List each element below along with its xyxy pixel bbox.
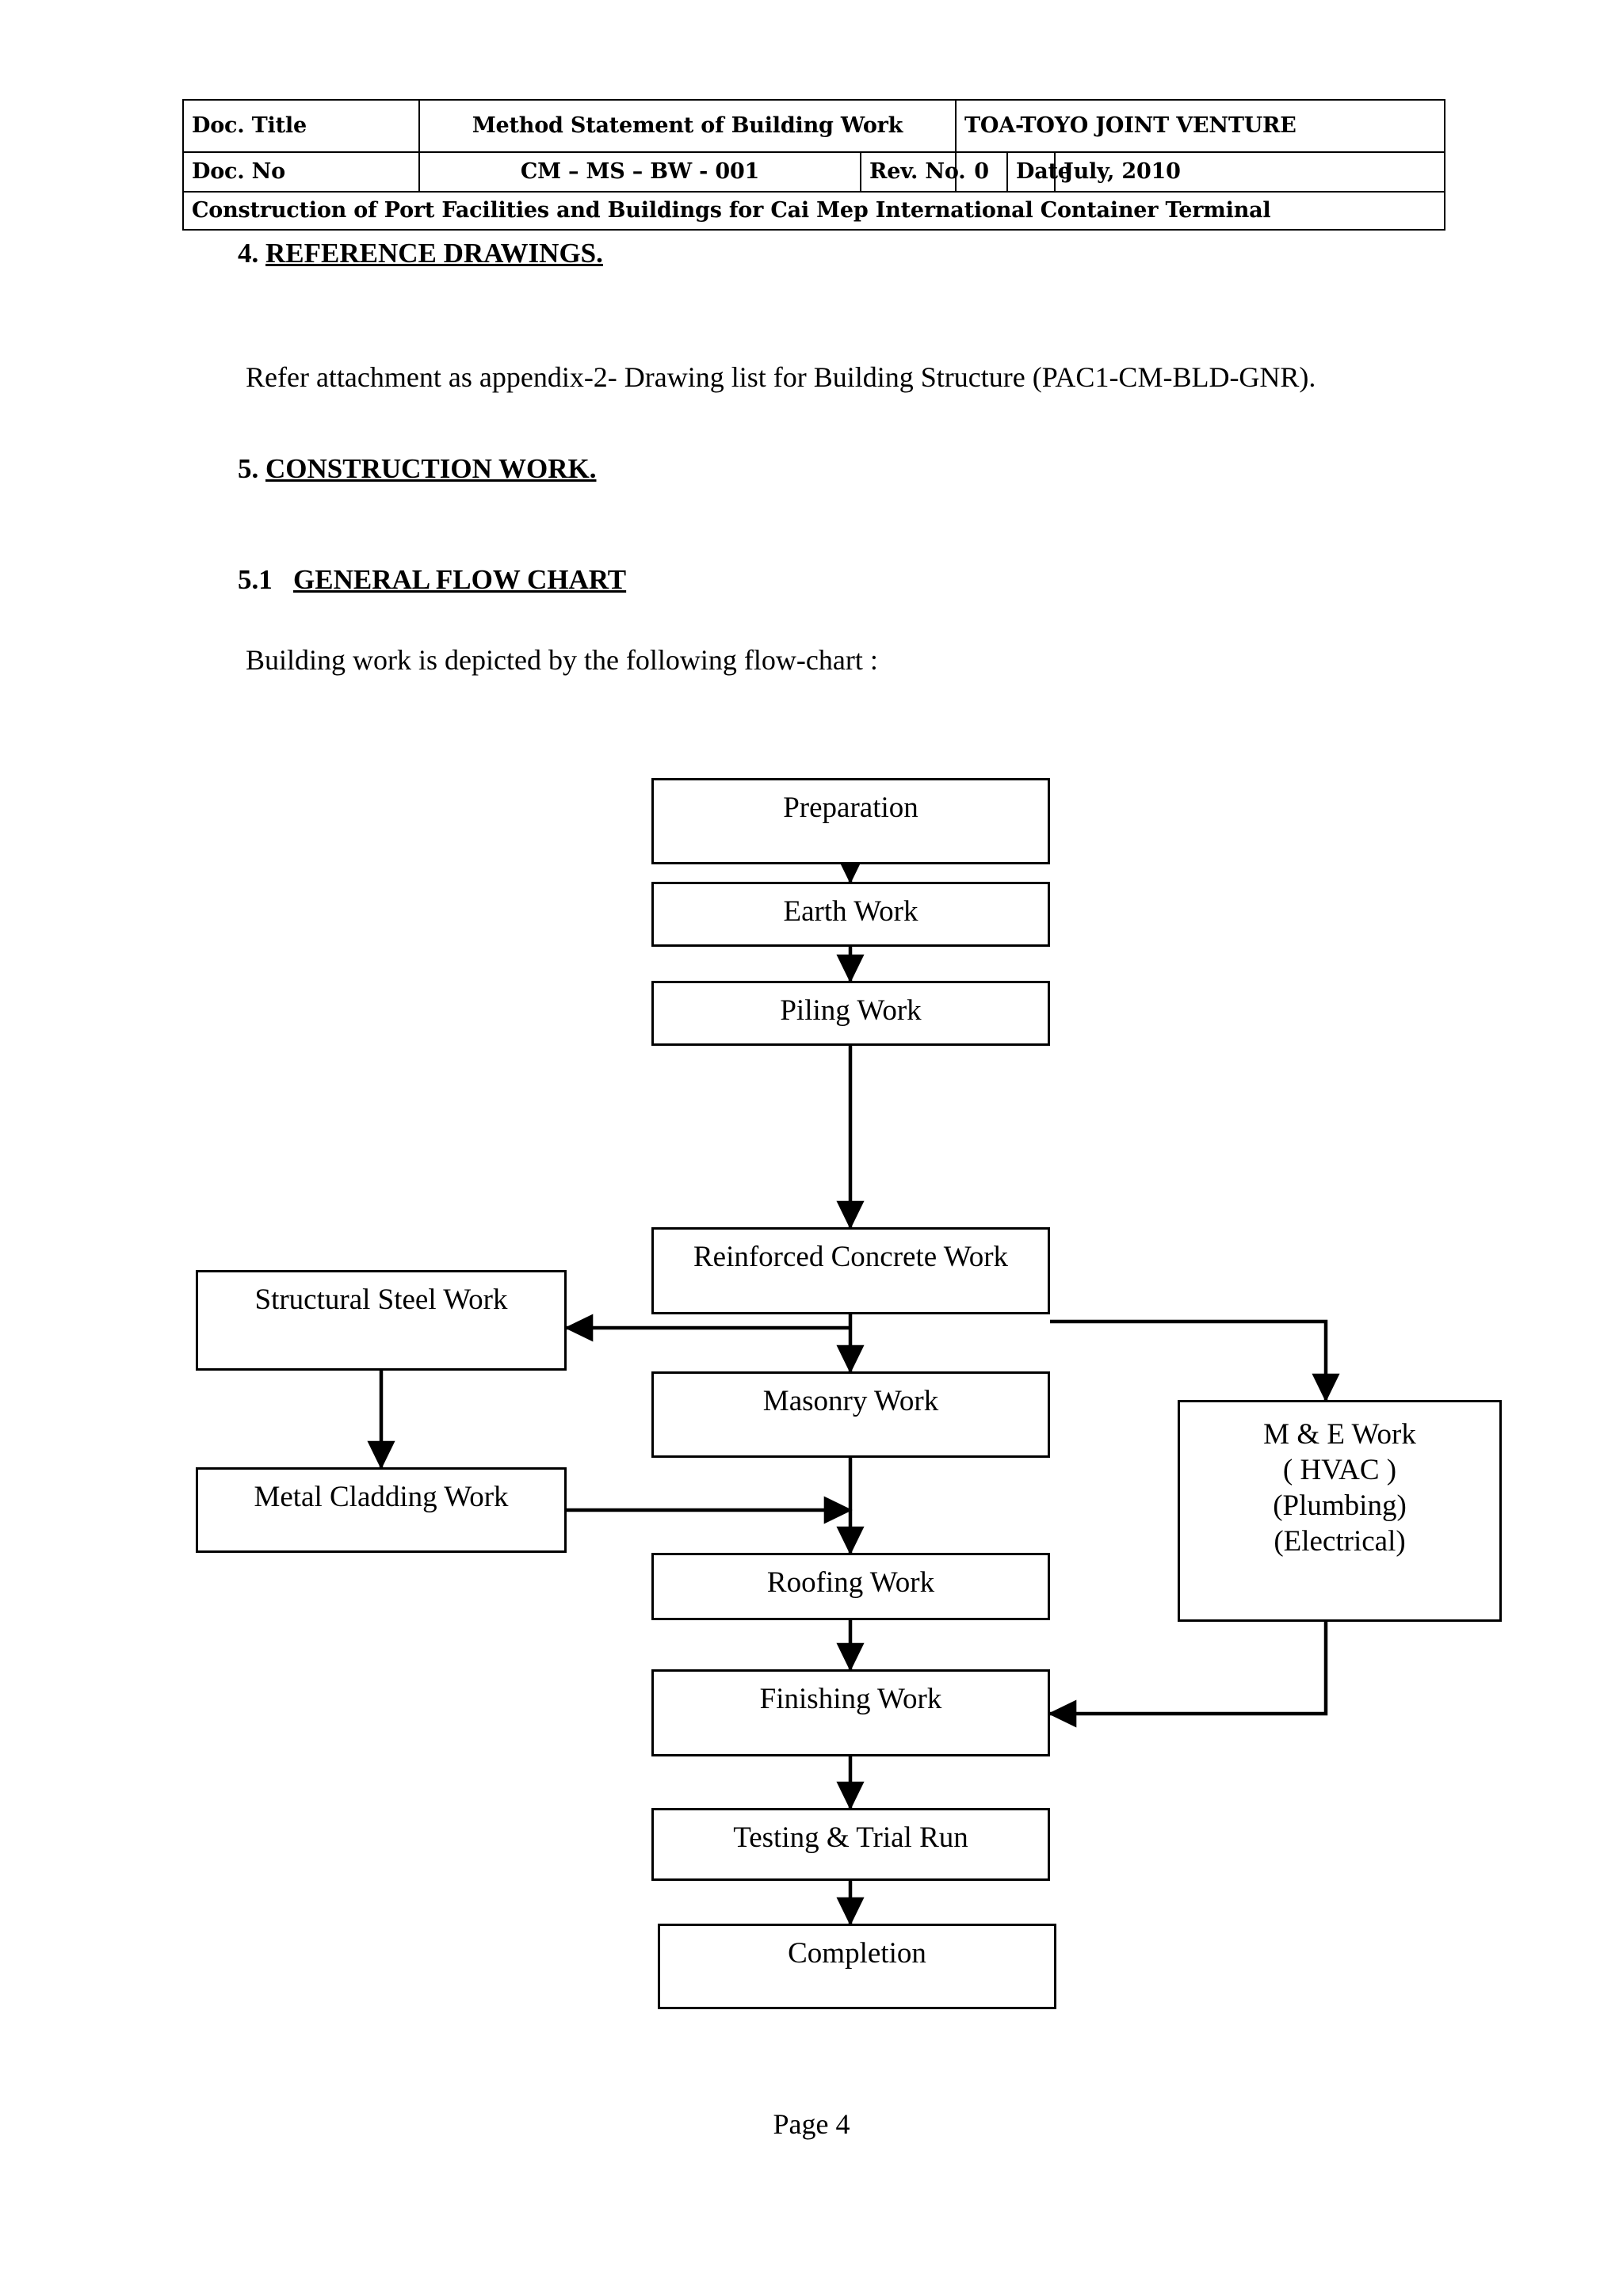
date-label: Date — [1006, 151, 1071, 193]
flow-node-structural-steel-work[interactable]: Structural Steel Work — [196, 1270, 567, 1371]
flow-node-me-work[interactable]: M & E Work ( HVAC ) (Plumbing) (Electric… — [1178, 1400, 1502, 1622]
reference-paragraph: Refer attachment as appendix-2- Drawing … — [246, 361, 1316, 393]
flow-node-testing-trial-run[interactable]: Testing & Trial Run — [651, 1808, 1050, 1881]
page-footer: Page 4 — [773, 2108, 850, 2140]
header-row-project: Construction of Port Facilities and Buil… — [181, 191, 1446, 231]
section-5-number: 5. — [238, 453, 259, 484]
flowchart-intro-paragraph: Building work is depicted by the followi… — [246, 644, 878, 676]
doc-title-label: Doc. Title — [182, 99, 420, 153]
doc-no-label: Doc. No — [182, 151, 420, 193]
flow-node-earth-work[interactable]: Earth Work — [651, 882, 1050, 947]
edge-rc-work-me-work — [1050, 1319, 1340, 1402]
edge-me-work-finishing-work — [1048, 1622, 1328, 1728]
section-4-title: REFERENCE DRAWINGS. — [265, 238, 603, 269]
rev-no-value: 0 — [955, 151, 1009, 193]
rev-no-label: Rev. No. — [859, 151, 966, 193]
flow-node-reinforced-concrete-work[interactable]: Reinforced Concrete Work — [651, 1227, 1050, 1314]
flow-node-roofing-work[interactable]: Roofing Work — [651, 1553, 1050, 1620]
flow-node-masonry-work[interactable]: Masonry Work — [651, 1371, 1050, 1458]
flow-node-completion[interactable]: Completion — [658, 1924, 1056, 2009]
flow-node-preparation[interactable]: Preparation — [651, 778, 1050, 864]
flow-node-metal-cladding-work[interactable]: Metal Cladding Work — [196, 1467, 567, 1553]
doc-title-value: Method Statement of Building Work — [418, 99, 957, 153]
section-5-title: CONSTRUCTION WORK. — [265, 453, 597, 484]
flow-node-finishing-work[interactable]: Finishing Work — [651, 1669, 1050, 1756]
date-value: July, 2010 — [1054, 151, 1446, 193]
section-heading-5-1: 5.1 GENERAL FLOW CHART — [238, 564, 626, 596]
document-header-table: Doc. Title Method Statement of Building … — [181, 99, 1446, 231]
section-51-title: GENERAL FLOW CHART — [293, 564, 627, 595]
section-heading-4: 4. REFERENCE DRAWINGS. — [238, 238, 603, 269]
section-heading-5: 5. CONSTRUCTION WORK. — [238, 453, 596, 485]
section-51-number: 5.1 — [238, 564, 273, 595]
doc-no-value: CM – MS – BW - 001 — [418, 151, 861, 193]
project-name: Construction of Port Facilities and Buil… — [181, 191, 1446, 231]
flow-node-piling-work[interactable]: Piling Work — [651, 981, 1050, 1046]
company-name: TOA-TOYO JOINT VENTURE — [955, 99, 1446, 153]
section-4-number: 4. — [238, 238, 259, 269]
header-row-title: Doc. Title Method Statement of Building … — [182, 99, 1446, 153]
header-row-docno: Doc. No CM – MS – BW - 001 Rev. No. 0 Da… — [182, 151, 1446, 193]
